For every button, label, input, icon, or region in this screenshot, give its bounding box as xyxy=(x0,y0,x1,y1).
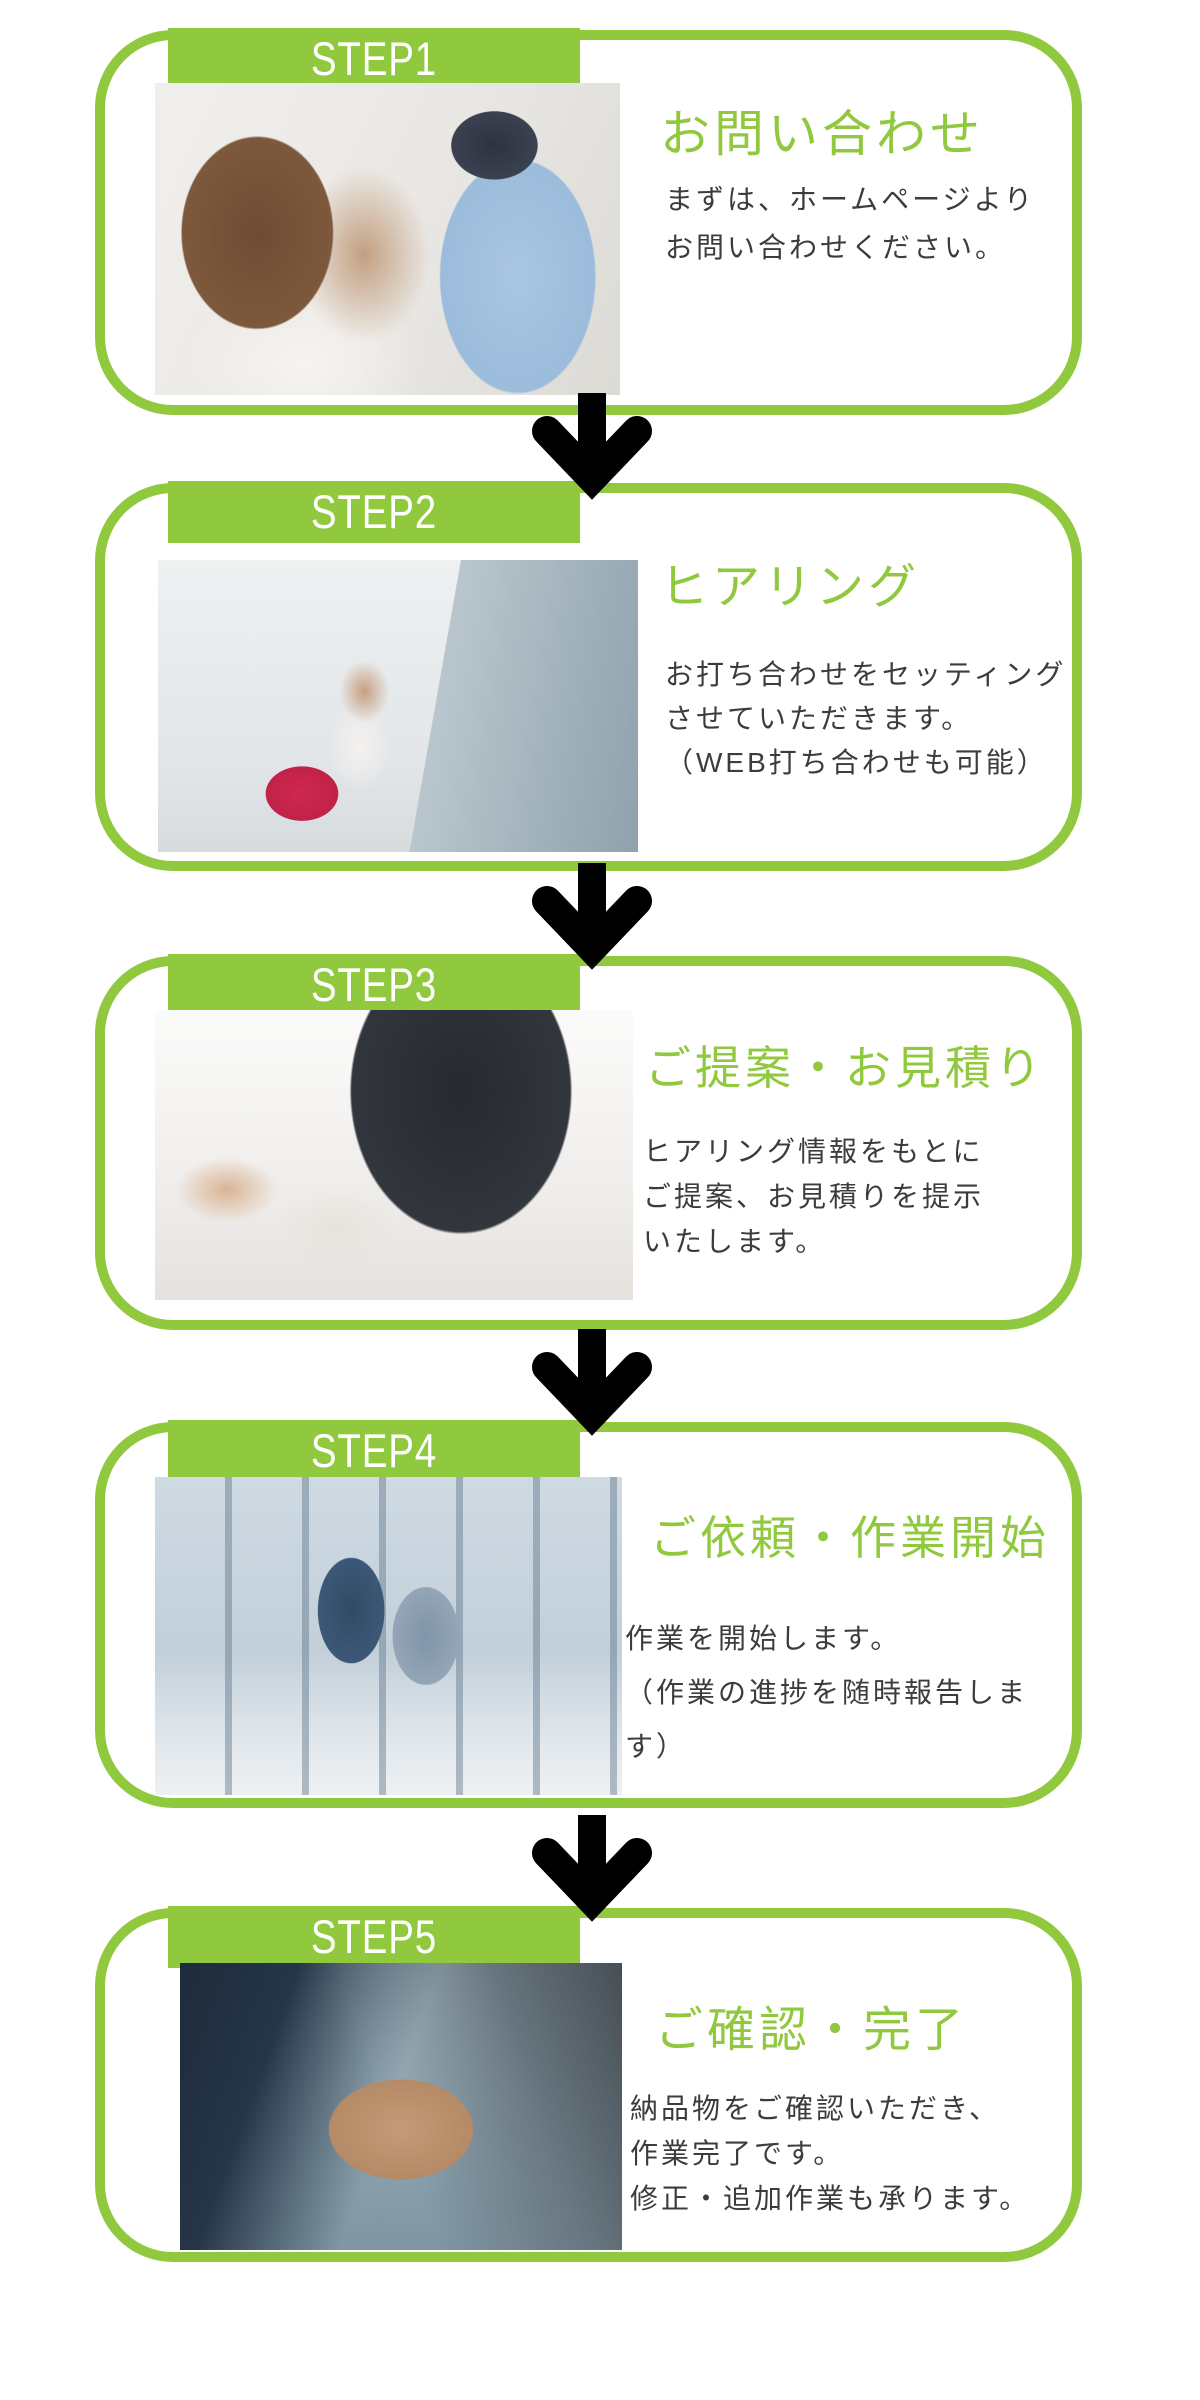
step5-title: ご確認・完了 xyxy=(655,2003,968,2057)
step5-label: STEP5 xyxy=(310,1910,438,1963)
step2-header-bar: STEP2 xyxy=(168,481,580,543)
work-start-photo xyxy=(155,1477,622,1795)
step1-description: まずは、ホームページより お問い合わせください。 xyxy=(665,184,1036,263)
step1-box: STEP1 お問い合わせ まずは、ホームページより お問い合わせください。 xyxy=(95,28,1082,415)
handshake-photo xyxy=(180,1963,622,2250)
down-arrow-icon xyxy=(532,1329,652,1444)
down-arrow-icon xyxy=(532,863,652,978)
step3-title: ご提案・お見積り xyxy=(645,1042,1045,1095)
step2-description: お打ち合わせをセッティング させていただきます。 （WEB打ち合わせも可能） xyxy=(665,659,1067,778)
step3-label: STEP3 xyxy=(310,958,438,1011)
step4-title: ご依頼・作業開始 xyxy=(650,1512,1050,1565)
call-center-operators-photo xyxy=(155,83,620,395)
step2-label: STEP2 xyxy=(310,485,438,538)
step3-description: ヒアリング情報をもとに ご提案、お見積りを提示 いたします。 xyxy=(643,1136,985,1257)
step5-header-bar: STEP5 xyxy=(168,1906,580,1968)
step3-header-bar: STEP3 xyxy=(168,954,580,1016)
down-arrow-icon xyxy=(532,393,652,508)
step1-header-bar: STEP1 xyxy=(168,28,580,90)
business-proposal-photo xyxy=(155,1010,633,1300)
step4-box: STEP4 ご依頼・作業開始 作業を開始します。 （作業の進捗を随時報告します） xyxy=(95,1420,1082,1808)
web-meeting-photo xyxy=(158,560,638,852)
step4-header-bar: STEP4 xyxy=(168,1420,580,1482)
step5-box: STEP5 ご確認・完了 納品物をご確認いただき、 作業完了です。 修正・追加作… xyxy=(95,1906,1082,2262)
step3-box: STEP3 ご提案・お見積り ヒアリング情報をもとに ご提案、お見積りを提示 い… xyxy=(95,954,1082,1330)
step2-title: ヒアリング xyxy=(660,560,921,614)
down-arrow-icon xyxy=(532,1815,652,1930)
step5-description: 納品物をご確認いただき、 作業完了です。 修正・追加作業も承ります。 xyxy=(630,2093,1031,2214)
step4-label: STEP4 xyxy=(310,1424,438,1477)
step2-box: STEP2 ヒアリング お打ち合わせをセッティング させていただきます。 （WE… xyxy=(95,481,1082,871)
step1-title: お問い合わせ xyxy=(660,105,984,162)
step1-label: STEP1 xyxy=(310,32,438,85)
step4-description: 作業を開始します。 （作業の進捗を随時報告します） xyxy=(625,1623,1029,1762)
